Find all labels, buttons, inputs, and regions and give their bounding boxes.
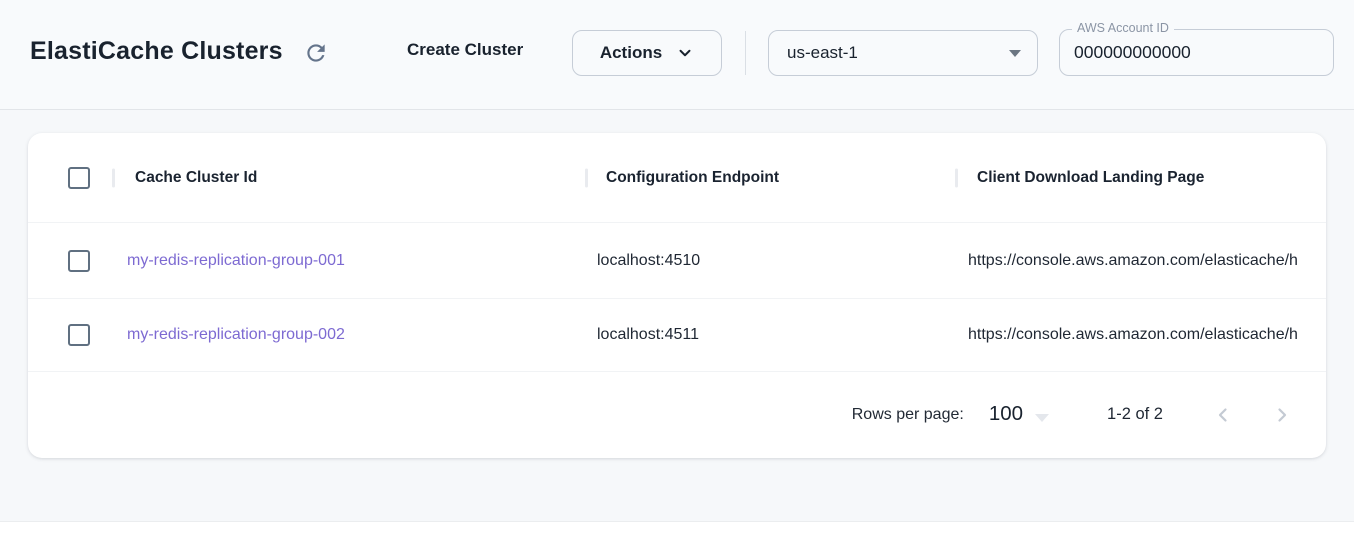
configuration-endpoint-cell: localhost:4510: [597, 251, 701, 269]
rows-per-page-value: 100: [988, 402, 1024, 426]
clusters-table-card: Cache Cluster Id Configuration Endpoint …: [28, 133, 1326, 458]
cluster-id-link[interactable]: my-redis-replication-group-001: [127, 251, 345, 269]
landing-page-url-cell: https://console.aws.amazon.com/elasticac…: [968, 251, 1298, 269]
table-row: my-redis-replication-group-001 localhost…: [28, 222, 1326, 298]
create-cluster-button[interactable]: Create Cluster: [407, 40, 524, 59]
aws-account-id-input[interactable]: [1060, 30, 1333, 75]
rows-per-page-label: Rows per page:: [851, 405, 964, 423]
region-select-value: us-east-1: [787, 43, 858, 62]
rows-per-page-select[interactable]: 100: [988, 402, 1050, 426]
actions-menu-button[interactable]: Actions: [572, 30, 722, 76]
column-header-cache-cluster-id: Cache Cluster Id: [135, 168, 258, 186]
region-select[interactable]: us-east-1: [768, 30, 1038, 76]
toolbar-divider: [745, 31, 746, 75]
pagination-controls: Rows per page: 100 1-2 of 2: [852, 372, 1326, 457]
table-pagination-row: Rows per page: 100 1-2 of 2: [28, 371, 1326, 457]
select-all-checkbox[interactable]: [68, 166, 90, 189]
table-header-row: Cache Cluster Id Configuration Endpoint …: [28, 133, 1326, 222]
previous-page-button[interactable]: [1209, 401, 1237, 429]
pagination-range-label: 1-2 of 2: [1107, 405, 1163, 423]
aws-account-id-label: AWS Account ID: [1072, 21, 1174, 35]
refresh-icon: [303, 44, 329, 69]
configuration-endpoint-cell: localhost:4511: [597, 326, 699, 343]
chevron-right-icon: [1270, 403, 1294, 427]
column-header-client-download-landing-page: Client Download Landing Page: [977, 168, 1205, 186]
column-header-configuration-endpoint: Configuration Endpoint: [606, 168, 780, 186]
actions-button-label: Actions: [599, 43, 663, 62]
cluster-id-link[interactable]: my-redis-replication-group-002: [127, 326, 345, 343]
dropdown-caret-icon: [1009, 49, 1021, 57]
row-checkbox[interactable]: [68, 249, 90, 272]
refresh-button[interactable]: [302, 40, 330, 68]
page-title: ElastiCache Clusters: [30, 37, 283, 65]
landing-page-url-cell: https://console.aws.amazon.com/elasticac…: [968, 326, 1298, 343]
chevron-left-icon: [1211, 403, 1235, 427]
column-separator: [955, 168, 958, 187]
column-separator: [585, 168, 588, 187]
table-row: my-redis-replication-group-002 localhost…: [28, 298, 1326, 371]
aws-account-id-field: AWS Account ID: [1059, 21, 1334, 76]
column-separator: [112, 168, 115, 187]
top-toolbar: ElastiCache Clusters Create Cluster Acti…: [0, 0, 1354, 110]
next-page-button[interactable]: [1268, 401, 1296, 429]
dropdown-caret-icon: [1035, 413, 1050, 422]
row-checkbox[interactable]: [68, 324, 90, 346]
footer-strip: [0, 521, 1354, 535]
chevron-down-icon: [676, 44, 694, 62]
table-body: my-redis-replication-group-001 localhost…: [28, 222, 1326, 371]
